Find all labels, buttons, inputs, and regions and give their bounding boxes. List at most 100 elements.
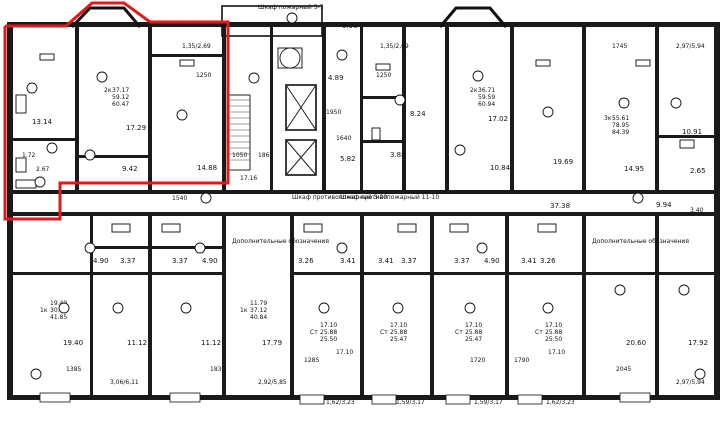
area-label: 10.84: [490, 164, 511, 172]
flat-label-7: Ст 17.10 25.88 25.47: [380, 322, 407, 343]
svg-text:Шкаф противопожарный 11-10: Шкаф противопожарный 11-10: [340, 194, 439, 201]
flat-label-4: 1к 19.40 30.79 41.85: [40, 300, 67, 321]
svg-text:Дополнительные обозначения: Дополнительные обозначения: [232, 238, 329, 245]
area-label: 3.37: [172, 257, 188, 265]
svg-text:30.79: 30.79: [50, 307, 67, 314]
svg-text:17.10: 17.10: [545, 322, 562, 329]
svg-text:37.12: 37.12: [250, 307, 267, 314]
area-label: 11.12: [201, 339, 221, 347]
area-label: 1.72: [22, 152, 36, 159]
svg-text:1к: 1к: [240, 307, 248, 314]
svg-text:60.47: 60.47: [112, 101, 129, 108]
svg-text:37.17: 37.17: [112, 87, 129, 94]
svg-text:84.39: 84.39: [612, 129, 629, 136]
area-label: 9.94: [656, 201, 672, 209]
stair-flight: [227, 94, 251, 171]
svg-text:25.47: 25.47: [465, 336, 482, 343]
flat-label-8: Ст 17.10 25.88 25.47: [455, 322, 482, 343]
svg-text:17.10: 17.10: [320, 322, 337, 329]
flat-label-3: 3к 55.61 78.95 84.39: [604, 115, 629, 136]
area-label: 11.12: [127, 339, 147, 347]
svg-text:1860: 1860: [258, 152, 273, 159]
svg-text:1,59/3,17: 1,59/3,17: [396, 399, 425, 406]
area-label: 4.90: [93, 257, 109, 265]
svg-text:1385: 1385: [66, 366, 81, 373]
svg-text:2,92/5,85: 2,92/5,85: [258, 379, 287, 386]
svg-text:1,35/2,69: 1,35/2,69: [182, 43, 211, 50]
area-label: 17.16: [240, 175, 257, 182]
svg-text:1640: 1640: [336, 135, 351, 142]
area-label: 2.65: [690, 167, 706, 175]
svg-text:1540: 1540: [172, 195, 187, 202]
svg-text:17.10: 17.10: [390, 322, 407, 329]
svg-text:1950: 1950: [326, 109, 341, 116]
svg-text:2к: 2к: [104, 87, 112, 94]
flat-label-5: 1к 11.79 37.12 40.84: [240, 300, 267, 321]
svg-text:2045: 2045: [616, 366, 631, 373]
area-label: 3.37: [120, 257, 136, 265]
svg-text:25.47: 25.47: [390, 336, 407, 343]
svg-text:17.10: 17.10: [465, 322, 482, 329]
svg-text:2,97/5,94: 2,97/5,94: [676, 43, 705, 50]
area-label: 8.24: [410, 110, 426, 118]
area-label: 4.90: [484, 257, 500, 265]
elevator-shafts: [277, 47, 317, 176]
svg-text:2к: 2к: [470, 87, 478, 94]
area-label: 20.60: [626, 339, 646, 347]
area-label: 3.26: [298, 257, 314, 265]
svg-text:1,35/2,69: 1,35/2,69: [380, 43, 409, 50]
area-label: 3.26: [540, 257, 556, 265]
area-label: 3.40: [690, 207, 704, 214]
svg-text:59.59: 59.59: [478, 94, 495, 101]
area-label: 9.42: [122, 165, 138, 173]
svg-text:Дополнительные обозначения: Дополнительные обозначения: [592, 238, 689, 245]
area-label: 4.90: [202, 257, 218, 265]
bottom-internal-walls: [13, 216, 714, 395]
svg-text:17.10: 17.10: [548, 349, 565, 356]
sanitary-fixtures: [15, 53, 695, 233]
dimension-labels: 1,35/2,69 1,35/2,69 2,97/5,94 2,97/5,94 …: [66, 43, 705, 406]
svg-text:1285: 1285: [304, 357, 319, 364]
svg-text:17.10: 17.10: [336, 349, 353, 356]
svg-text:1250: 1250: [196, 72, 211, 79]
svg-text:3,06/6,11: 3,06/6,11: [110, 379, 139, 386]
top-internal-walls: [13, 27, 714, 190]
flat-label-6: Ст 17.10 25.88 25.50: [310, 322, 337, 343]
area-label: 19.40: [63, 339, 83, 347]
svg-text:1,59/3,17: 1,59/3,17: [474, 399, 503, 406]
svg-text:59.12: 59.12: [112, 94, 129, 101]
notes: Шкаф пожарный 5-7 Шкаф противопожарный 3…: [232, 4, 689, 245]
area-label: 4.89: [328, 74, 344, 82]
area-label: 14.88: [197, 164, 217, 172]
area-label: 3.37: [454, 257, 470, 265]
room-markers: [26, 12, 706, 380]
svg-text:1790: 1790: [514, 357, 529, 364]
flat-labels: 2к 37.17 59.12 60.47 2к 36.71 59.59 60.9…: [40, 87, 629, 343]
svg-text:1830: 1830: [210, 366, 225, 373]
area-label: 3.41: [340, 257, 356, 265]
area-label: 17.92: [688, 339, 708, 347]
area-label: 10.91: [682, 128, 702, 136]
svg-text:25.88: 25.88: [465, 329, 482, 336]
svg-text:Ст: Ст: [310, 329, 318, 336]
area-label: 3.41: [378, 257, 394, 265]
flat-label-1: 2к 37.17 59.12 60.47: [104, 87, 129, 108]
area-label: 37.38: [550, 202, 570, 210]
area-label: 19.69: [553, 158, 573, 166]
svg-text:Ст: Ст: [455, 329, 463, 336]
svg-text:25.50: 25.50: [545, 336, 562, 343]
area-label: 3.37: [401, 257, 417, 265]
svg-text:40.84: 40.84: [250, 314, 267, 321]
svg-text:25.50: 25.50: [320, 336, 337, 343]
svg-text:36.71: 36.71: [478, 87, 495, 94]
svg-text:1745: 1745: [612, 43, 627, 50]
area-label: 3.41: [521, 257, 537, 265]
svg-text:25.88: 25.88: [390, 329, 407, 336]
area-label: 3.88: [390, 151, 406, 159]
highlight-outline: [3, 1, 230, 221]
area-label: 9.98: [342, 22, 358, 30]
area-label: 17.79: [262, 339, 282, 347]
svg-text:1720: 1720: [470, 357, 485, 364]
